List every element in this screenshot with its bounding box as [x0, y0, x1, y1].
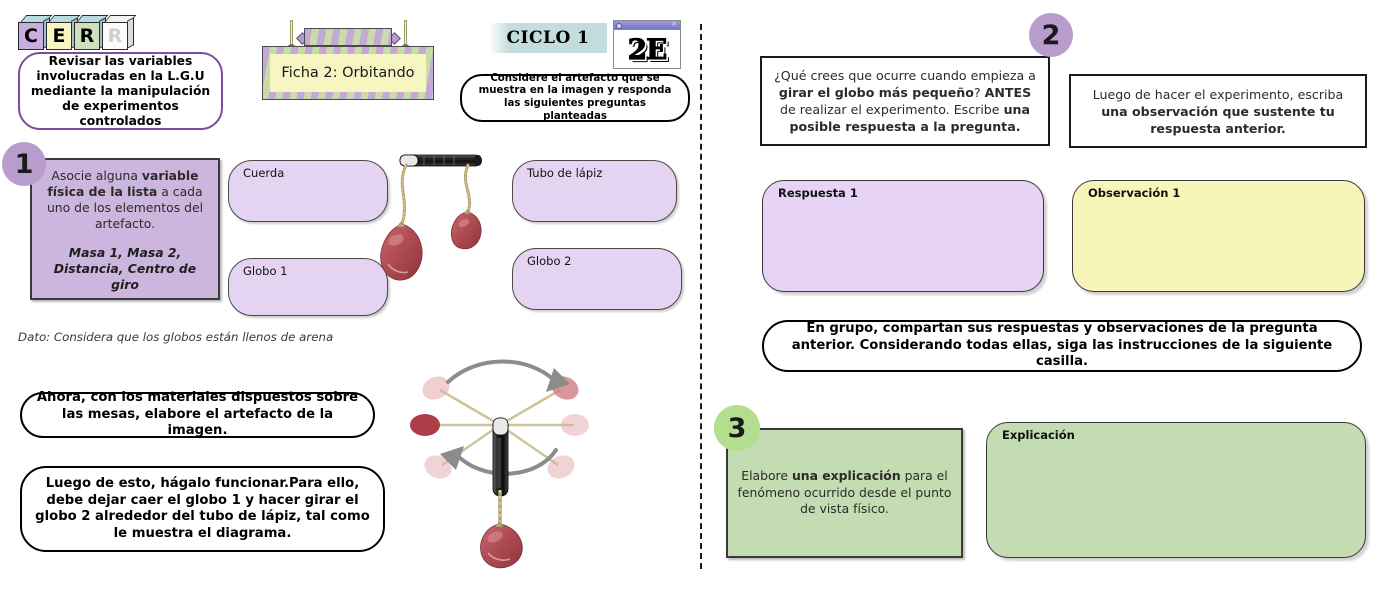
answer-box-tubo-de-lapiz-label: Tubo de lápiz [527, 166, 603, 180]
answer-box-cuerda[interactable]: Cuerda [228, 160, 388, 222]
grade-badge: × 2E [613, 20, 681, 69]
sec3-p2: para el fenómeno ocurrido desde el punto… [737, 468, 952, 517]
section-badge-1: 1 [2, 142, 46, 186]
answer-region-observacion-1[interactable]: Observación 1 [1072, 180, 1365, 292]
question-observacion-text: Luego de hacer el experimento, escriba u… [1081, 86, 1355, 137]
string-right [463, 163, 471, 214]
section1-text-a: Asocie alguna [51, 168, 142, 183]
section3-instruction-panel: Elabore una explicación para el fenómeno… [726, 428, 963, 558]
cerr-cube-c: C [18, 15, 53, 52]
answer-region-respuesta-1-label: Respuesta 1 [778, 186, 858, 200]
section1-instruction-panel: Asocie alguna variable física de la list… [30, 158, 220, 300]
answer-region-respuesta-1[interactable]: Respuesta 1 [762, 180, 1044, 292]
q-antes-b2: ANTES [984, 85, 1032, 100]
cerr-logo: C E R R [18, 14, 137, 54]
pencil-tube-horizontal [399, 154, 482, 167]
cycle-banner: CICLO 1 [489, 23, 607, 53]
cerr-cube-r1: R [74, 15, 109, 52]
sheet-title-text: Ficha 2: Orbitando [270, 54, 426, 92]
arrow-head-right [546, 368, 570, 392]
section-badge-3: 3 [714, 405, 760, 451]
close-icon: × [671, 20, 677, 28]
grupo-instruction-bubble: En grupo, compartan sus respuestas y obs… [762, 320, 1362, 372]
luego-instruction-bubble: Luego de esto, hágalo funcionar.Para ell… [20, 466, 385, 552]
q-obs-p1: Luego de hacer el experimento, escriba [1092, 86, 1344, 102]
balloon-large [380, 221, 423, 281]
consider-instruction-bubble: Considere el artefacto que se muestra en… [460, 73, 690, 122]
answer-box-globo-1[interactable]: Globo 1 [228, 258, 388, 316]
q-antes-p3: de realizar el experimento. Escribe [780, 102, 1004, 117]
sheet-title-sign: Ficha 2: Orbitando [262, 20, 434, 100]
answer-box-cuerda-label: Cuerda [243, 166, 285, 180]
ahora-instruction-bubble: Ahora, con los materiales dispuestos sob… [20, 390, 375, 438]
rotation-arrows [446, 359, 558, 476]
arrow-head-left [440, 446, 464, 470]
q-antes-b1: girar el globo más pequeño [778, 85, 974, 100]
q-antes-b3: una posible respuesta a la pregunta. [789, 102, 1030, 134]
grade-badge-titlebar: × [614, 20, 680, 30]
section1-instruction-text: Asocie alguna variable física de la list… [39, 168, 211, 233]
answer-box-tubo-de-lapiz[interactable]: Tubo de lápiz [512, 160, 677, 222]
question-antes-text: ¿Qué crees que ocurre cuando empieza a g… [772, 67, 1038, 135]
q-antes-p1: ¿Qué crees que ocurre cuando empieza a [774, 68, 1036, 83]
panel-divider [700, 24, 702, 569]
sec3-p1: Elabore [741, 468, 792, 484]
section1-text-b: a cada uno de los elementos del artefact… [46, 184, 204, 232]
cerr-cube-e: E [46, 15, 81, 52]
cerr-letter-c: C [18, 22, 44, 50]
section1-variable-list: Masa 1, Masa 2, Distancia, Centro de gir… [53, 244, 197, 292]
answer-box-globo-1-label: Globo 1 [243, 264, 288, 278]
cerr-letter-e: E [46, 22, 72, 50]
sign-plaque: Ficha 2: Orbitando [262, 46, 434, 100]
cerr-letter-r2: R [102, 22, 128, 50]
pencil-tube-balloons-illustration [380, 154, 482, 281]
pencil-tube-vertical [492, 417, 509, 497]
answer-region-observacion-1-label: Observación 1 [1088, 186, 1181, 200]
sign-top-banner [304, 28, 392, 46]
string-left [400, 163, 408, 226]
answer-region-explicacion-label: Explicación [1002, 428, 1075, 442]
section3-instruction-text: Elabore una explicación para el fenómeno… [736, 468, 953, 517]
question-observacion-box: Luego de hacer el experimento, escriba u… [1069, 74, 1367, 148]
q-antes-p2: ? [973, 85, 985, 100]
balloon-large-hanging [480, 521, 523, 569]
question-antes-box: ¿Qué crees que ocurre cuando empieza a g… [760, 56, 1050, 146]
cerr-letter-r1: R [74, 22, 100, 50]
window-dot-icon [616, 22, 622, 29]
rotation-diagram-illustration [410, 359, 589, 569]
q-obs-b1: una observación que sustente tu respuest… [1101, 103, 1335, 136]
sec3-b1: una explicación [791, 468, 901, 484]
answer-box-globo-2-label: Globo 2 [527, 254, 572, 268]
section-badge-2: 2 [1029, 13, 1073, 57]
answer-region-explicacion[interactable]: Explicación [986, 422, 1366, 558]
answer-box-globo-2[interactable]: Globo 2 [512, 248, 682, 310]
section1-text-bold: variable física de la lista [47, 168, 199, 200]
objective-bubble: Revisar las variables involucradas en la… [18, 52, 223, 130]
cerr-cube-r2: R [102, 15, 137, 52]
balloon-small [450, 209, 482, 250]
grade-badge-text: 2E [627, 32, 668, 66]
dato-note: Dato: Considera que los globos están lle… [18, 330, 334, 344]
